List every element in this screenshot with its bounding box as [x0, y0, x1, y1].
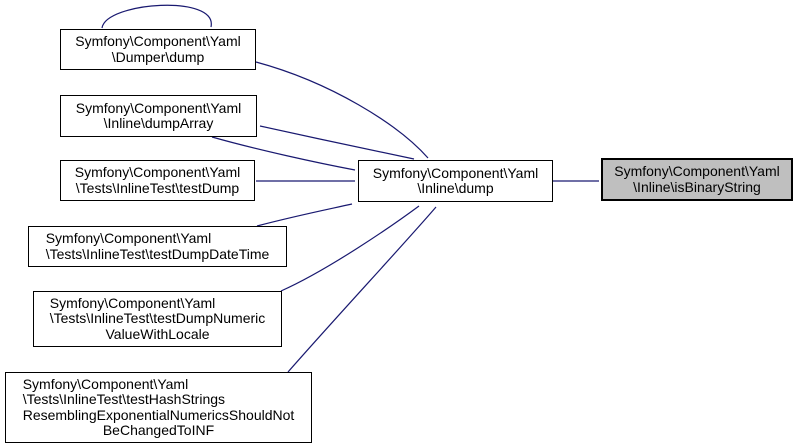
node-label: Symfony\Component\Yaml\Tests\InlineTest\…	[45, 230, 270, 262]
node-label: Symfony\Component\Yaml\Inline\dump	[372, 164, 539, 197]
node-inlinetest-testdump[interactable]: Symfony\Component\Yaml\Tests\InlineTest\…	[60, 160, 255, 201]
node-label-line: \Tests\InlineTest\testDump	[75, 179, 240, 196]
node-label-line: Symfony\Component\Yaml	[45, 230, 212, 246]
node-label: Symfony\Component\Yaml\Inline\dumpArray	[75, 99, 242, 132]
node-dumper-dump[interactable]: Symfony\Component\Yaml\Dumper\dump	[60, 29, 256, 70]
node-label-line: Symfony\Component\Yaml	[372, 164, 539, 181]
node-label-line: ValueWithLocale	[105, 325, 210, 342]
node-label-line: Symfony\Component\Yaml	[75, 99, 242, 116]
node-label: Symfony\Component\Yaml\Inline\isBinarySt…	[614, 163, 780, 195]
edge-dumper-dump-to-inline-dump	[255, 61, 429, 159]
edge-inlinetest-testdumpdatetime-to-inline-dump	[256, 203, 353, 227]
node-label-line: Symfony\Component\Yaml	[614, 163, 780, 179]
node-label-line: \Tests\InlineTest\testHashStrings	[22, 391, 226, 407]
node-label-line: \Inline\dump	[417, 180, 494, 196]
node-label-line: Symfony\Component\Yaml	[49, 294, 216, 311]
node-inlinetest-testdumpnumeric[interactable]: Symfony\Component\Yaml\Tests\InlineTest\…	[33, 291, 282, 347]
node-inlinetest-testdumpdatetime[interactable]: Symfony\Component\Yaml\Tests\InlineTest\…	[28, 226, 287, 267]
node-label: Symfony\Component\Yaml\Tests\InlineTest\…	[22, 375, 295, 439]
node-label-line: \Inline\dumpArray	[103, 115, 214, 131]
node-label-line: \Tests\InlineTest\testDumpNumeric	[49, 310, 266, 327]
edge-inline-dumparray-to-inline-dump	[211, 136, 356, 171]
node-label-line: ResemblingExponentialNumericsShouldNot	[22, 406, 295, 423]
node-inline-dumparray[interactable]: Symfony\Component\Yaml\Inline\dumpArray	[60, 95, 257, 137]
node-label-line: Symfony\Component\Yaml	[75, 33, 241, 49]
node-label: Symfony\Component\Yaml\Tests\InlineTest\…	[49, 294, 266, 343]
edge-inline-dump-to-inline-dumparray	[259, 125, 415, 160]
node-label-line: Symfony\Component\Yaml	[74, 164, 241, 180]
node-label-line: \Tests\InlineTest\testDumpDateTime	[45, 245, 270, 262]
node-label-line: Symfony\Component\Yaml	[22, 375, 189, 392]
node-inlinetest-testhashstrings[interactable]: Symfony\Component\Yaml\Tests\InlineTest\…	[5, 372, 312, 443]
node-label: Symfony\Component\Yaml\Tests\InlineTest\…	[74, 164, 241, 196]
node-label-line: BeChangedToINF	[102, 422, 215, 438]
node-inline-dump[interactable]: Symfony\Component\Yaml\Inline\dump	[358, 160, 553, 202]
node-label: Symfony\Component\Yaml\Dumper\dump	[75, 33, 241, 65]
node-label-line: \Inline\isBinaryString	[633, 178, 761, 195]
node-inline-isbinarystring: Symfony\Component\Yaml\Inline\isBinarySt…	[601, 158, 793, 201]
edge-inlinetest-testdumpnumeric-to-inline-dump	[280, 205, 420, 292]
edge-dumper-dump-to-dumper-dump	[101, 4, 212, 29]
edge-inlinetest-testhashstrings-to-inline-dump	[287, 206, 437, 373]
node-label-line: \Dumper\dump	[111, 48, 205, 65]
